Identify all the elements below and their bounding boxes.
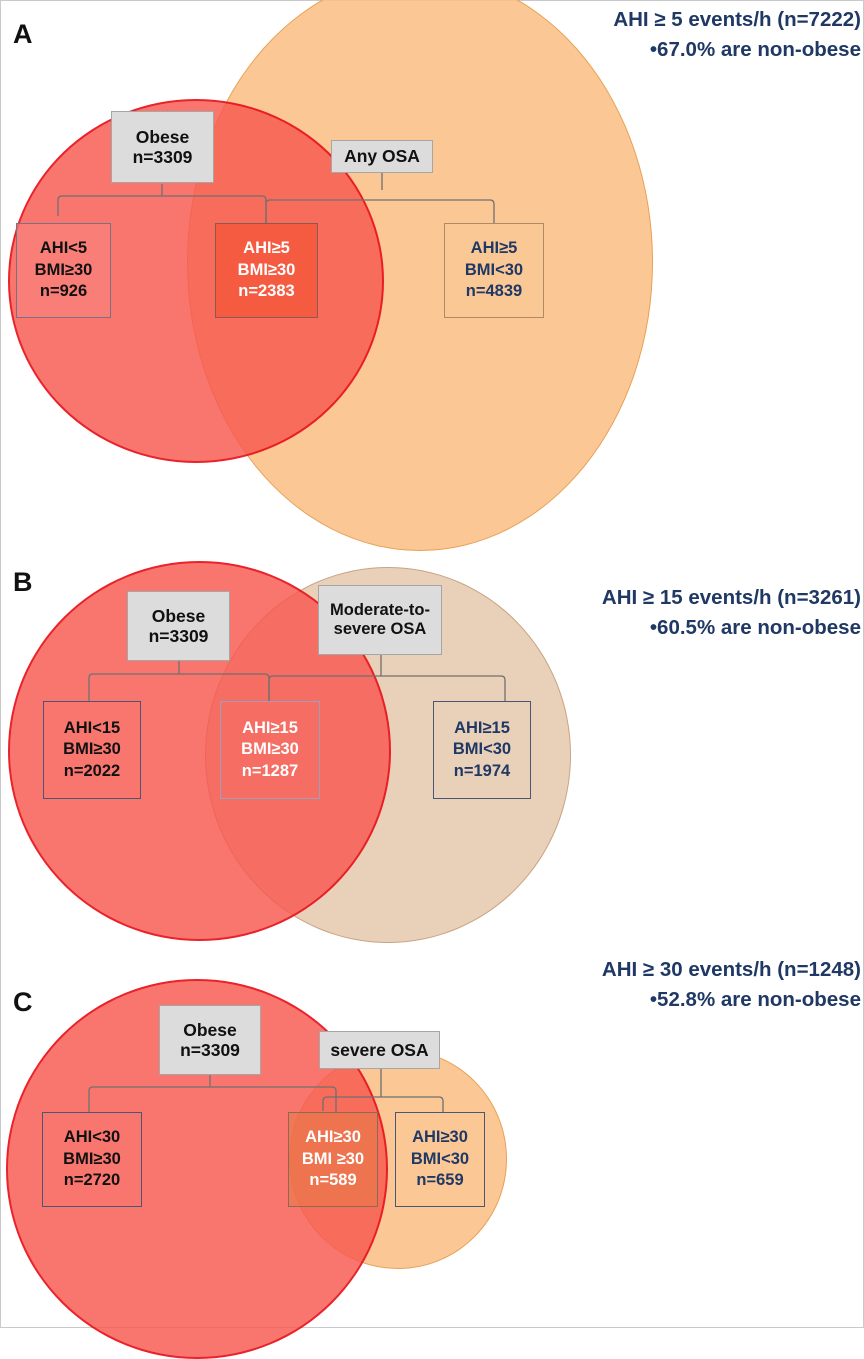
obese-title-box-b: Obese n=3309 <box>127 591 230 661</box>
panel-letter-c: C <box>13 987 33 1017</box>
stat-ahi: AHI≥30 <box>412 1128 468 1147</box>
stat-box-c-overlap: AHI≥30 BMI ≥30 n=589 <box>288 1112 378 1207</box>
obese-title-box-a: Obese n=3309 <box>111 111 214 183</box>
stat-bmi: BMI≥30 <box>241 740 299 759</box>
stat-bmi: BMI≥30 <box>237 260 296 279</box>
obese-title-a: Obese <box>135 126 190 147</box>
stat-box-a-osa-only: AHI≥5 BMI<30 n=4839 <box>444 223 544 318</box>
stat-n: n=659 <box>416 1171 464 1190</box>
stat-n: n=1287 <box>241 761 299 780</box>
stat-bmi: BMI<30 <box>452 740 512 759</box>
obese-title-c: Obese <box>183 1019 237 1040</box>
osa-title-c: severe OSA <box>330 1039 429 1060</box>
header-line2-wrap-b: •60.5% are non-obese <box>601 615 861 640</box>
header-line2-wrap-c: •52.8% are non-obese <box>601 987 861 1012</box>
panel-letter-a: A <box>13 19 33 49</box>
stat-box-a-obese-only: AHI<5 BMI≥30 n=926 <box>16 223 111 318</box>
stat-ahi: AHI≥15 <box>242 718 298 737</box>
stat-ahi: AHI<15 <box>63 718 121 737</box>
osa-title-b-line2: severe OSA <box>333 620 427 638</box>
osa-title-b-line1: Moderate-to- <box>330 600 430 619</box>
stat-box-a-overlap: AHI≥5 BMI≥30 n=2383 <box>215 223 318 318</box>
stat-bmi: BMI<30 <box>410 1149 470 1168</box>
panel-letter-b: B <box>13 567 33 597</box>
header-line2-a: 67.0% are non-obese <box>657 38 861 61</box>
stat-n: n=2383 <box>238 282 295 301</box>
stat-box-c-osa-only: AHI≥30 BMI<30 n=659 <box>395 1112 485 1207</box>
stat-bmi: BMI≥30 <box>63 1149 121 1168</box>
stat-ahi: AHI≥30 <box>305 1128 361 1147</box>
header-line1-c: AHI ≥ 30 events/h (n=1248) <box>601 958 861 981</box>
header-line2-b: 60.5% are non-obese <box>657 616 861 639</box>
osa-title-box-b: Moderate-to- severe OSA <box>318 585 442 655</box>
panel-c: C Obese n=3309 severe OSA AHI<30 BMI≥30 … <box>1 957 864 1359</box>
osa-title-box-c: severe OSA <box>319 1031 440 1069</box>
header-line2-wrap-a: •67.0% are non-obese <box>601 37 861 62</box>
obese-count-c: n=3309 <box>180 1040 240 1060</box>
stat-n: n=2720 <box>63 1171 121 1190</box>
stat-box-b-osa-only: AHI≥15 BMI<30 n=1974 <box>433 701 531 799</box>
stat-bmi: BMI≥30 <box>34 260 93 279</box>
stat-n: n=926 <box>39 282 88 301</box>
obese-title-b: Obese <box>151 605 206 626</box>
osa-title-a: Any OSA <box>344 146 420 167</box>
bullet-icon: • <box>649 988 658 1011</box>
stat-box-b-obese-only: AHI<15 BMI≥30 n=2022 <box>43 701 141 799</box>
stat-bmi: BMI≥30 <box>63 740 121 759</box>
obese-title-box-c: Obese n=3309 <box>159 1005 261 1075</box>
header-line1-b: AHI ≥ 15 events/h (n=3261) <box>601 586 861 609</box>
obese-count-a: n=3309 <box>132 147 193 167</box>
stat-n: n=2022 <box>63 761 121 780</box>
stat-n: n=1974 <box>453 761 511 780</box>
header-line2-c: 52.8% are non-obese <box>657 988 861 1011</box>
stat-ahi: AHI<30 <box>63 1128 121 1147</box>
panel-header-c: AHI ≥ 30 events/h (n=1248) •52.8% are no… <box>601 957 861 1012</box>
stat-n: n=589 <box>309 1171 357 1190</box>
panel-header-b: AHI ≥ 15 events/h (n=3261) •60.5% are no… <box>601 585 861 640</box>
header-line1-a: AHI ≥ 5 events/h (n=7222) <box>613 8 861 31</box>
stat-ahi: AHI≥5 <box>470 239 518 258</box>
stat-bmi: BMI ≥30 <box>301 1149 365 1168</box>
stat-ahi: AHI<5 <box>39 239 88 258</box>
panel-header-a: AHI ≥ 5 events/h (n=7222) •67.0% are non… <box>601 7 861 62</box>
stat-n: n=4839 <box>465 282 523 301</box>
stat-bmi: BMI<30 <box>464 260 524 279</box>
osa-title-box-a: Any OSA <box>331 140 433 173</box>
bullet-icon: • <box>649 616 658 639</box>
obese-count-b: n=3309 <box>148 626 209 646</box>
bullet-icon: • <box>649 38 658 61</box>
panel-b: B Obese n=3309 Moderate-to- severe OSA A… <box>1 553 864 957</box>
stat-box-b-overlap: AHI≥15 BMI≥30 n=1287 <box>220 701 320 799</box>
stat-box-c-obese-only: AHI<30 BMI≥30 n=2720 <box>42 1112 142 1207</box>
stat-ahi: AHI≥15 <box>454 718 510 737</box>
panel-a: A Obese n=3309 Any OSA AHI<5 BMI≥30 n=92… <box>1 0 864 553</box>
stat-ahi: AHI≥5 <box>243 239 290 258</box>
